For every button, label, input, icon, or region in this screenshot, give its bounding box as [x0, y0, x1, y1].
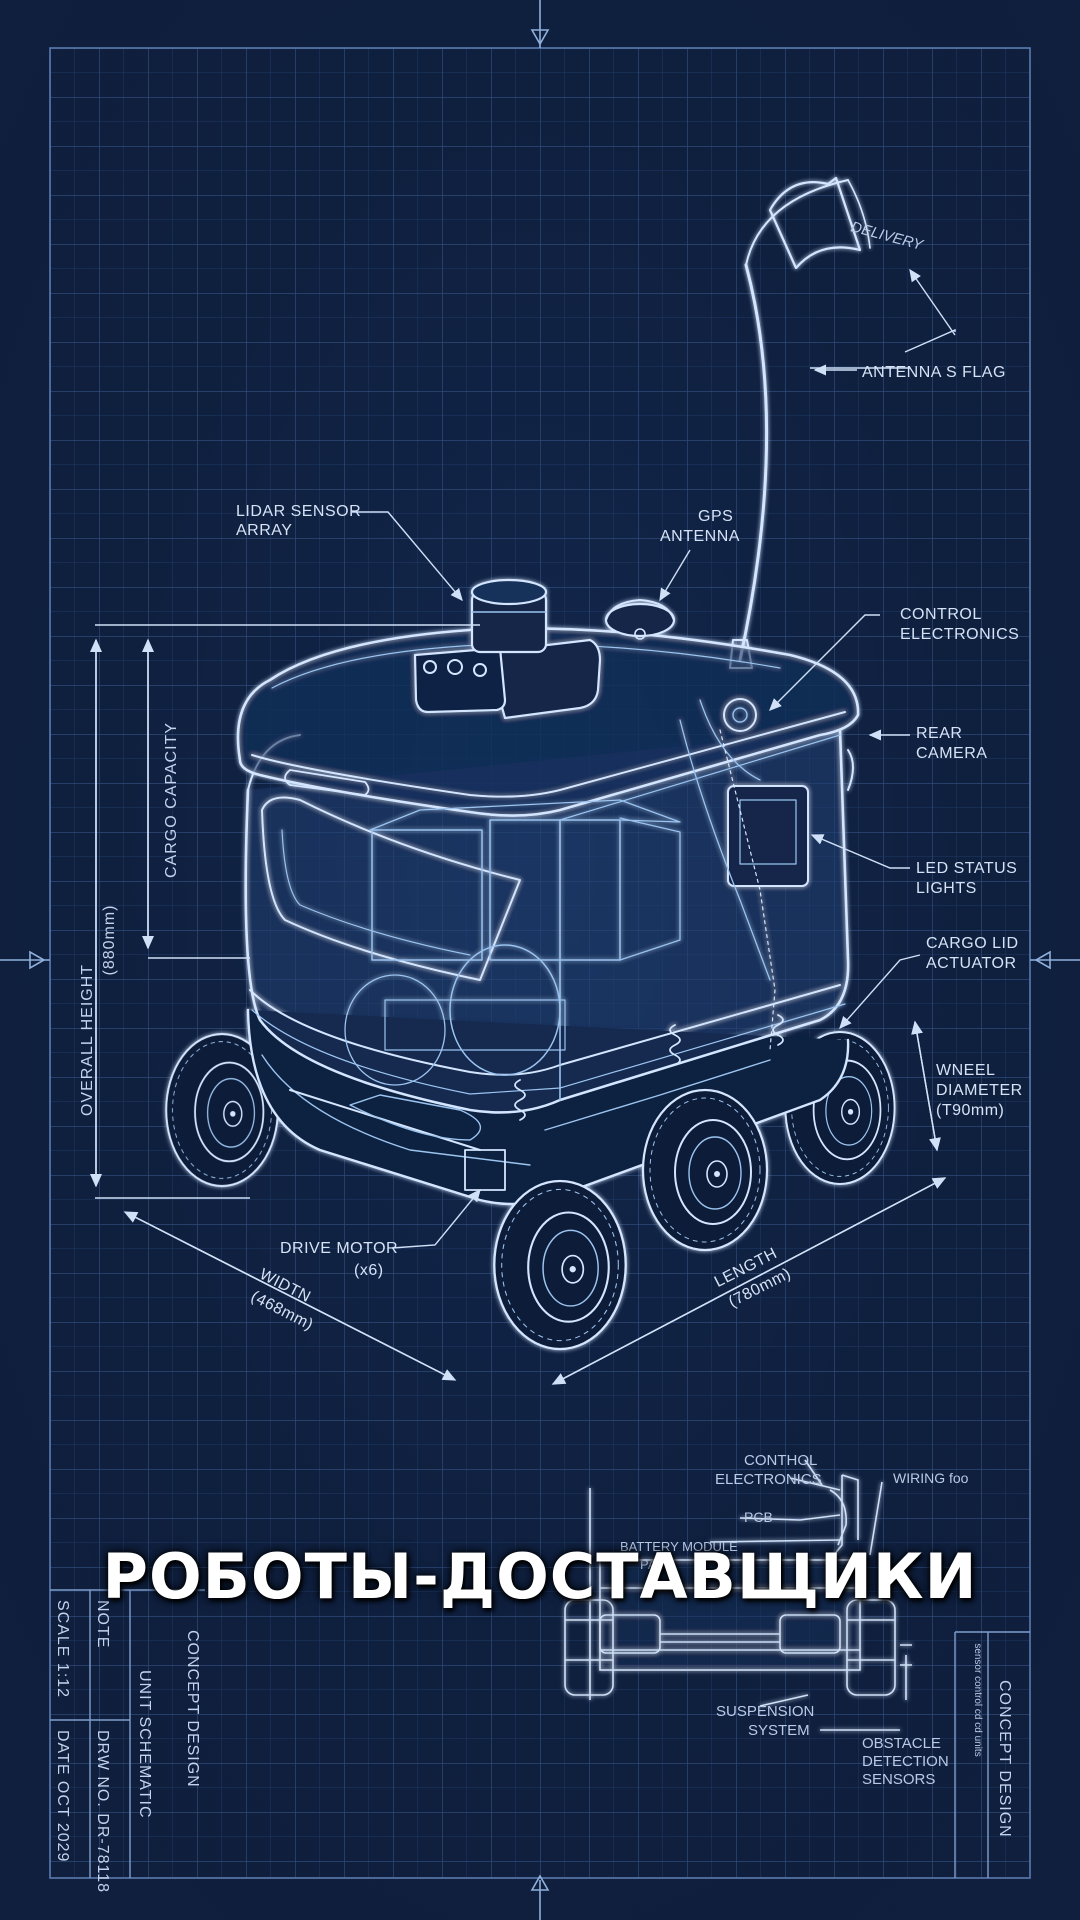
detail-small-note: sensor control cd cd units: [972, 1643, 983, 1756]
detail-obstacle-label-3: SENSORS: [862, 1771, 935, 1788]
rear-camera-label-1: REAR: [916, 725, 962, 742]
detail-suspension-label-1: SUSPENSION: [716, 1703, 814, 1720]
gps-label-1: GPS: [698, 508, 733, 525]
lidar-label-1: LIDAR SENSOR: [236, 503, 361, 520]
wheel-label-2: DIAMETER: [936, 1082, 1023, 1099]
wheel-label-1: WNEEL: [936, 1062, 995, 1079]
detail-control-label-1: CONTHOL: [744, 1452, 817, 1469]
detail-obstacle-label-1: OBSTACLE: [862, 1735, 941, 1752]
cargo-capacity-label: CARGO CAPACITY: [163, 722, 180, 878]
scale-text: SCALE 1:12: [54, 1600, 71, 1698]
detail-pcb-label: PCB: [744, 1509, 773, 1525]
detail-battery-label-2: PACK: [640, 1557, 675, 1572]
unit-schematic-text: UNIT SCHEMATIC: [136, 1670, 153, 1819]
detail-battery-label-1: BATTERY MODULE: [620, 1539, 738, 1554]
control-electronics-label-2: ELECTRONICS: [900, 626, 1019, 643]
drive-motor-label-2: (x6): [354, 1262, 384, 1279]
wheel-label-3: (T90mm): [936, 1102, 1004, 1119]
overall-height-value: (880mm): [101, 904, 118, 975]
antenna-flag-label: ANTENNA S FLAG: [862, 364, 1006, 381]
rear-camera-label-2: CAMERA: [916, 745, 987, 762]
lidar-label-2: ARRAY: [236, 522, 292, 539]
lower-detail-labels: CONTHOL ELECTRONICS WIRING foo PCB BATTE…: [620, 1452, 983, 1788]
drive-motor-label-1: DRIVE MOTOR: [280, 1240, 398, 1257]
led-status-label-1: LED STATUS: [916, 860, 1017, 877]
detail-obstacle-label-2: DETECTION: [862, 1753, 949, 1770]
control-electronics-label-1: CONTROL: [900, 606, 982, 623]
cargo-lid-label-2: ACTUATOR: [926, 955, 1017, 972]
callout-leaders: [352, 268, 956, 1249]
concept-design-text: CONCEPT DESIGN: [184, 1630, 201, 1788]
title-block-text: SCALE 1:12 DATE OCT 2029 NOTE DRW NO. DR…: [54, 1600, 1013, 1893]
drawing-number-text: DRW NO. DR-78118: [94, 1730, 111, 1893]
dimension-lines: [90, 624, 947, 1385]
gps-label-2: ANTENNA: [660, 528, 740, 545]
overall-height-label: OVERALL HEIGHT: [79, 964, 96, 1116]
detail-control-label-2: ELECTRONICS: [715, 1471, 822, 1488]
robot-labels: DELIVERY ANTENNA S FLAG LIDAR SENSOR ARR…: [236, 218, 1023, 1279]
cargo-lid-label-1: CARGO LID: [926, 935, 1019, 952]
title-block: [50, 1589, 1030, 1878]
lower-detail-schematic: [564, 1459, 912, 1731]
led-status-label-2: LIGHTS: [916, 880, 977, 897]
detail-suspension-label-2: SYSTEM: [748, 1722, 810, 1739]
note-text: NOTE: [94, 1600, 111, 1648]
delivery-robot-drawing: [165, 176, 896, 1351]
headline-title: РОБОТЫ-ДОСТАВЩИКИ: [102, 1540, 978, 1613]
date-text: DATE OCT 2029: [54, 1730, 71, 1862]
detail-wiring-label: WIRING foo: [893, 1470, 969, 1486]
concept-design-right-text: CONCEPT DESIGN: [996, 1680, 1013, 1838]
